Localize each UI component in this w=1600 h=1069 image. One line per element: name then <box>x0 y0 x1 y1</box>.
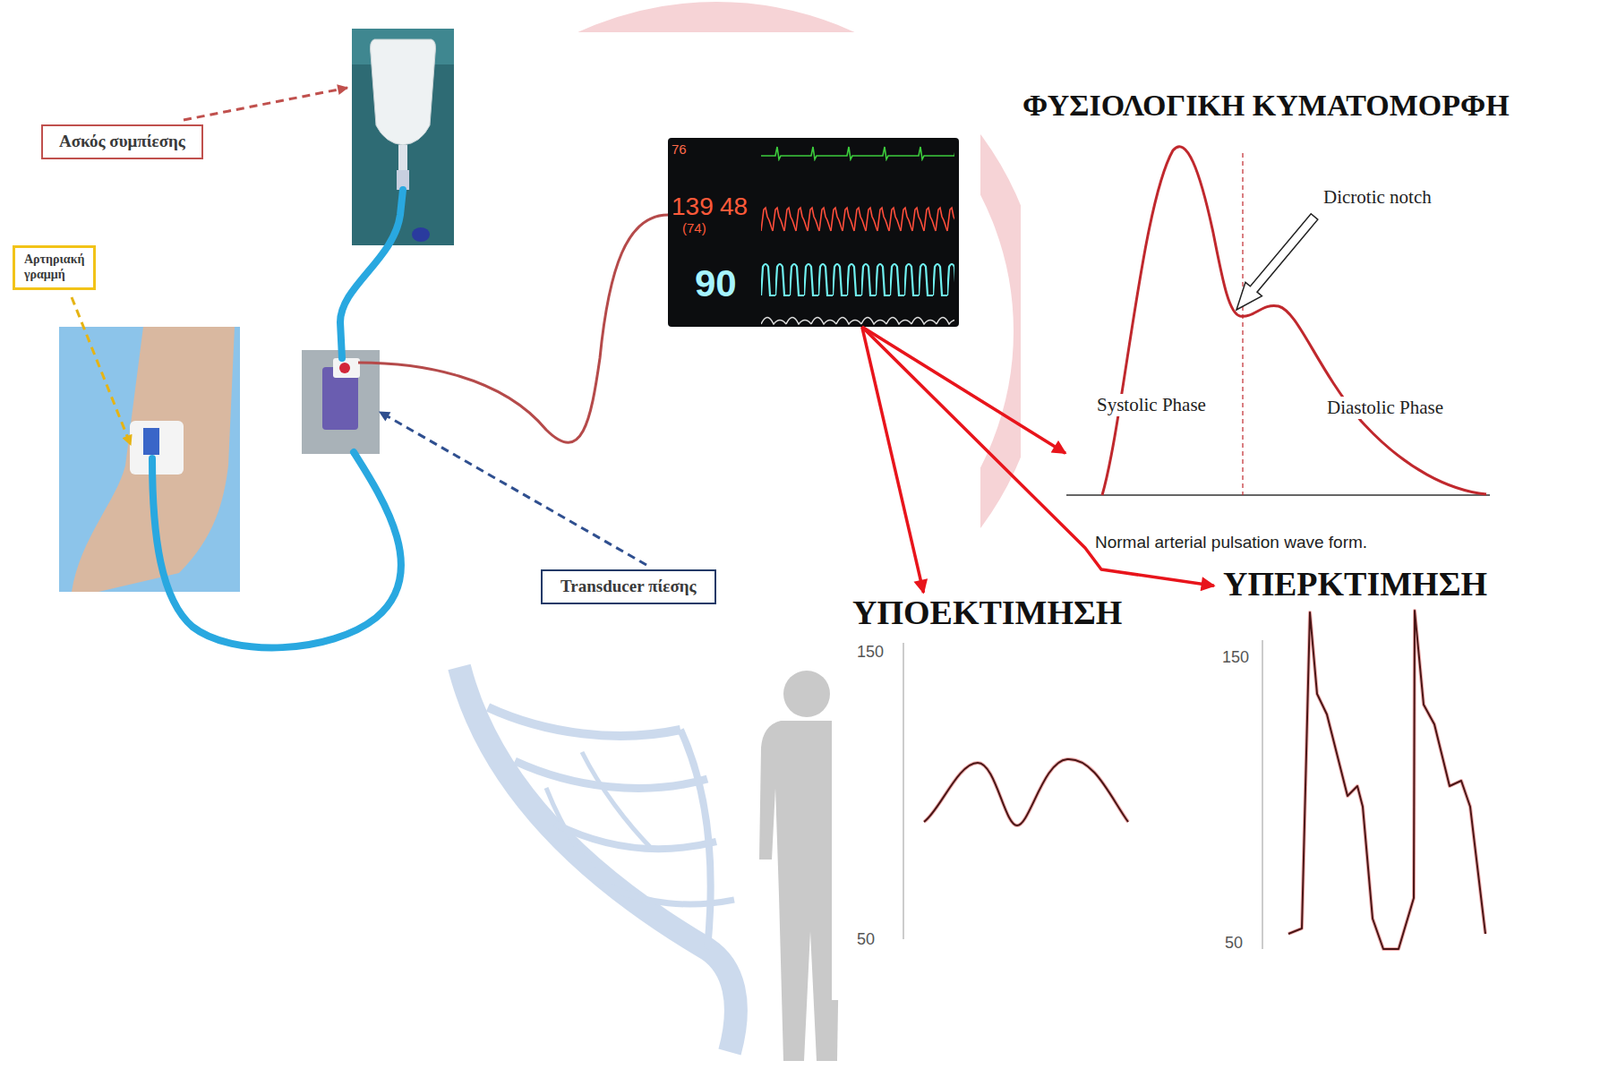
dressing-tape <box>129 420 184 475</box>
resp-trace <box>761 308 955 326</box>
text-holder: Systolic Phase <box>1094 393 1209 417</box>
callout-box: Transducer πίεσης <box>540 569 717 605</box>
text-holder: 90 <box>694 261 737 307</box>
axis-tick-label: 50 <box>1224 933 1243 954</box>
heart-rate-value: 76 <box>671 141 687 158</box>
text-holder: 150 <box>1222 648 1250 668</box>
callout-box: Αρτηριακή γραμμή <box>12 245 96 291</box>
signal-arrow <box>862 326 1066 454</box>
text-holder: ΥΠΟΕΚΤΙΜΗΣΗ <box>852 592 1122 634</box>
vessel <box>608 886 735 905</box>
panel-heading: ΦΥΣΙΟΛΟΓΙΚΗ ΚΥΜΑΤΟΜΟΡΦΗ <box>1022 87 1510 125</box>
vessel <box>546 787 618 896</box>
text-holder: Dicrotic notch <box>1323 186 1432 209</box>
photo-ground <box>301 350 380 454</box>
text-holder: (74) <box>682 220 707 237</box>
leader-line <box>379 411 647 565</box>
annotation-label: Dicrotic notch <box>1323 186 1432 209</box>
waveform-panel: ΦΥΣΙΟΛΟΓΙΚΗ ΚΥΜΑΤΟΜΟΡΦΗDicrotic notchSys… <box>1065 134 1590 560</box>
waveform-halo <box>924 759 1129 826</box>
saturation-value: 90 <box>694 261 737 307</box>
vessel-network <box>459 667 736 1053</box>
overshoot-waveform <box>1288 610 1486 950</box>
inflation-bulb <box>411 227 430 242</box>
pressure-tubing <box>152 452 402 648</box>
monitor-cable <box>358 214 668 443</box>
ecg-trace <box>761 143 955 162</box>
under-wave-panel <box>831 633 1133 1001</box>
figure-caption: Normal arterial pulsation wave form. <box>1095 532 1368 554</box>
text-holder: 48 <box>719 191 748 223</box>
pressure-bag <box>370 39 437 146</box>
panel-heading: ΥΠΕΡΚΤΙΜΗΣΗ <box>1223 564 1488 606</box>
signal-arrow <box>862 326 925 593</box>
text-holder: 50 <box>1224 933 1243 954</box>
callout-text: Transducer πίεσης <box>560 576 697 598</box>
text-holder: 150 <box>856 642 884 663</box>
text-holder: 50 <box>856 930 875 950</box>
panel-heading: ΥΠΟΕΚΤΙΜΗΣΗ <box>852 592 1122 634</box>
pleth-trace <box>761 259 955 298</box>
callout-text: Ασκός συμπίεσης <box>59 131 186 153</box>
arterial-catheter <box>143 427 160 455</box>
annotation-label: Diastolic Phase <box>1324 396 1446 420</box>
axis-tick-label: 50 <box>856 930 875 950</box>
bag-port <box>398 145 408 172</box>
text-holder: Normal arterial pulsation wave form. <box>1095 532 1368 554</box>
transducer-cap <box>339 362 351 374</box>
vessel <box>487 707 681 736</box>
vessel <box>680 729 711 950</box>
vessel <box>514 761 708 788</box>
waveform-panel: ΥΠΕΡΚΤΙΜΗΣΗ 150 50 <box>1214 564 1521 1001</box>
annotation-label: Systolic Phase <box>1094 393 1209 417</box>
vessel <box>581 752 654 851</box>
text-holder: 76 <box>671 141 687 158</box>
y-axis <box>903 642 905 940</box>
axis-tick-label: 150 <box>1222 648 1250 668</box>
transducer-valve <box>333 358 360 378</box>
damped-waveform <box>924 759 1129 826</box>
callout-text: Αρτηριακή γραμμή <box>24 252 85 283</box>
axis-tick-label: 150 <box>856 642 884 663</box>
monitor-screen-face <box>667 137 959 327</box>
mean-pressure-value: (74) <box>682 220 707 237</box>
text-holder: ΦΥΣΙΟΛΟΓΙΚΗ ΚΥΜΑΤΟΜΟΡΦΗ <box>1022 87 1510 125</box>
leader-line <box>71 297 131 445</box>
baseline <box>1066 494 1490 497</box>
vessel <box>459 667 736 1053</box>
arterial-waveform <box>1102 146 1487 496</box>
pressure-trace <box>761 204 955 235</box>
systolic-value: 139 <box>671 191 714 223</box>
text-holder: Diastolic Phase <box>1324 396 1446 420</box>
text-holder: ΥΠΕΡΚΤΙΜΗΣΗ <box>1223 564 1488 606</box>
y-axis <box>1262 640 1264 950</box>
leader-line <box>183 87 348 120</box>
text-holder: 139 <box>671 191 714 223</box>
waveform-halo <box>1288 610 1486 950</box>
over-wave-panel <box>1214 633 1490 1001</box>
waveform-panel: ΥΠΟΕΚΤΙΜΗΣΗ 150 50 <box>831 592 1160 1001</box>
normal-wave-panel <box>1020 62 1594 574</box>
flush-tubing <box>340 189 403 359</box>
diastolic-value: 48 <box>719 191 748 223</box>
silhouette-head <box>783 670 830 718</box>
pointer-arrow <box>1236 213 1318 310</box>
phase-divider <box>1241 153 1243 496</box>
callout-box: Ασκός συμπίεσης <box>41 124 204 160</box>
vessel <box>555 823 717 849</box>
monitor-screen: 76 13948 (74) 90 <box>667 137 959 327</box>
